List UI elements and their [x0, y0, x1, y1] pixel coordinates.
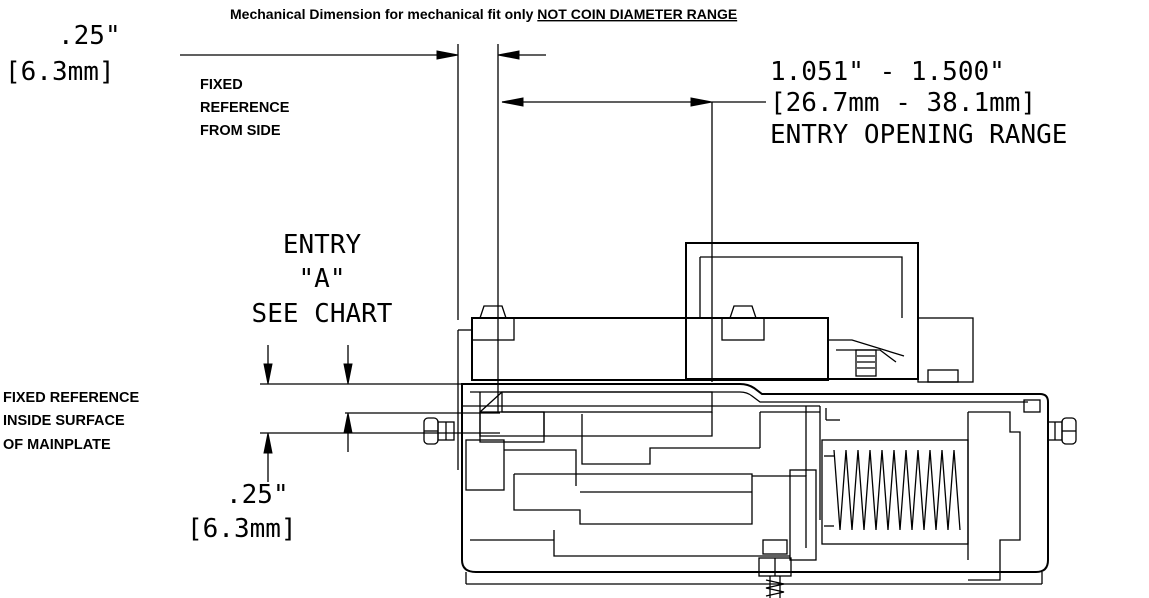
top-left-dimension: .25" [6.3mm] [5, 21, 546, 320]
svg-text:ENTRY: ENTRY [283, 230, 362, 260]
opening-range-caption: ENTRY OPENING RANGE [770, 120, 1067, 150]
side-screw-left-icon [423, 417, 455, 445]
arrow-left-icon [497, 50, 520, 60]
bottom-left-dimension-inch: .25" [226, 480, 289, 510]
opening-range-mm: [26.7mm - 38.1mm] [770, 88, 1036, 118]
entry-a-label: ENTRY "A" SEE CHART [252, 230, 393, 329]
coin-mechanism [423, 242, 1077, 598]
bottom-left-dimension-mm: [6.3mm] [187, 514, 297, 544]
side-screw-right-icon [1047, 417, 1077, 445]
svg-text:INSIDE SURFACE: INSIDE SURFACE [3, 413, 125, 429]
arrow-down-icon [263, 363, 273, 385]
arrow-right-icon [690, 97, 713, 107]
top-left-dimension-inch: .25" [58, 21, 121, 51]
svg-text:"A": "A" [299, 264, 346, 294]
entry-a-dimension [260, 345, 500, 482]
arrow-right-icon [436, 50, 459, 60]
arrow-down-icon [343, 363, 353, 385]
arrow-up-icon [343, 412, 353, 434]
arrow-left-icon [501, 97, 524, 107]
fixed-reference-mainplate-label: FIXED REFERENCE INSIDE SURFACE OF MAINPL… [3, 390, 139, 453]
top-left-dimension-mm: [6.3mm] [5, 57, 115, 87]
heading-prefix: Mechanical Dimension for mechanical fit … [230, 6, 537, 22]
opening-range-inch: 1.051" - 1.500" [770, 57, 1005, 87]
svg-text:SEE CHART: SEE CHART [252, 299, 393, 329]
svg-text:FIXED: FIXED [200, 77, 243, 93]
svg-text:OF MAINPLATE: OF MAINPLATE [3, 437, 111, 453]
arrow-up-icon [263, 432, 273, 454]
entry-opening-range-dimension: 1.051" - 1.500" [26.7mm - 38.1mm] ENTRY … [501, 57, 1067, 382]
svg-text:FROM SIDE: FROM SIDE [200, 123, 281, 139]
heading: Mechanical Dimension for mechanical fit … [230, 6, 737, 22]
bottom-left-dimension: .25" [6.3mm] [187, 480, 297, 544]
svg-text:FIXED REFERENCE: FIXED REFERENCE [3, 390, 139, 406]
bottom-bolt-icon [758, 539, 792, 598]
fixed-reference-side-label: FIXED REFERENCE FROM SIDE [200, 77, 290, 139]
heading-underlined: NOT COIN DIAMETER RANGE [537, 6, 737, 22]
svg-text:REFERENCE: REFERENCE [200, 100, 290, 116]
